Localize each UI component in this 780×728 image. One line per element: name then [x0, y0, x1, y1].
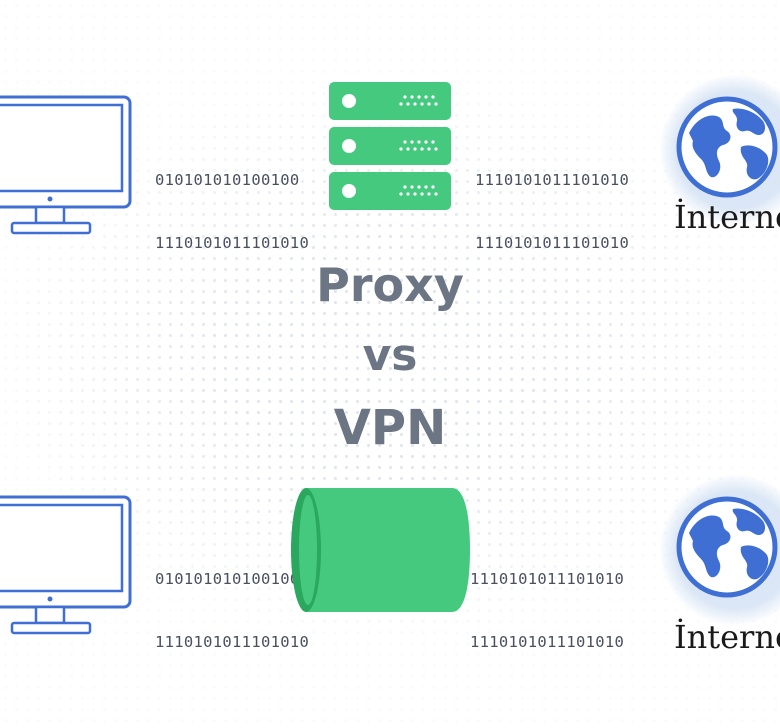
binary-stream-text: 1110101011101010 [475, 234, 630, 252]
internet-label: İnterne [674, 198, 780, 236]
monitor-icon [0, 495, 132, 635]
binary-stream-text: 1110101011101010 [155, 633, 310, 651]
binary-stream-text: 1110101011101010 [470, 570, 625, 588]
binary-stream-text: 1110101011101010 [155, 234, 310, 252]
internet-label: İnterne [674, 618, 780, 656]
binary-stream-text: 010101010100100 [155, 570, 300, 588]
title-vs: vs [362, 330, 418, 381]
title-proxy: Proxy [316, 258, 464, 312]
globe-icon [676, 96, 778, 198]
binary-stream-text: 010101010100100 [155, 171, 300, 189]
tunnel-icon [291, 488, 470, 612]
binary-stream-text: 1110101011101010 [470, 633, 625, 651]
globe-icon [676, 496, 778, 598]
title-vpn: VPN [333, 400, 447, 456]
monitor-icon [0, 95, 132, 235]
server-stack-icon [329, 82, 451, 210]
binary-stream-text: 1110101011101010 [475, 171, 630, 189]
